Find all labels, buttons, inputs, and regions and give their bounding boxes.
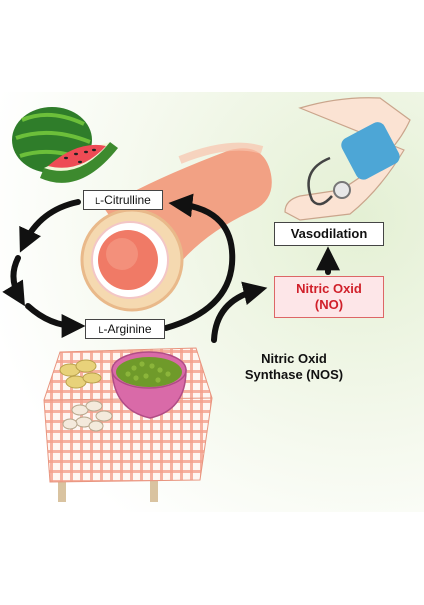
arginine-label: L-Arginine [85, 319, 165, 339]
arrow-left-down [2, 255, 25, 307]
nos-line1: Nitric Oxid [261, 351, 327, 366]
cycle-arrows [2, 193, 340, 343]
citrulline-label: L-Citrulline [83, 190, 163, 210]
nos-line2: Synthase (NOS) [244, 367, 344, 383]
watermelon-icon [12, 107, 118, 183]
arginine-prefix: L [98, 325, 104, 335]
citrulline-prefix: L [95, 196, 101, 206]
arrow-arginine-to-citrulline [163, 193, 236, 331]
nitric-oxide-line1: Nitric Oxid [296, 281, 362, 296]
citrulline-text: -Citrulline [100, 193, 151, 207]
blood-pressure-cuff-icon [284, 97, 411, 221]
table-with-food-icon [43, 347, 213, 502]
nitric-oxide-line2: (NO) [314, 297, 344, 313]
vasodilation-label: Vasodilation [274, 222, 384, 246]
arrow-citrulline-to-left [19, 199, 81, 253]
nitric-oxide-label: Nitric Oxid (NO) [274, 276, 384, 318]
arginine-text: -Arginine [103, 322, 152, 336]
arrow-nos-to-no [211, 281, 268, 343]
nos-label: Nitric Oxid Synthase (NOS) [228, 348, 360, 390]
arrow-to-arginine [25, 303, 86, 338]
blood-vessel-icon [80, 142, 272, 312]
